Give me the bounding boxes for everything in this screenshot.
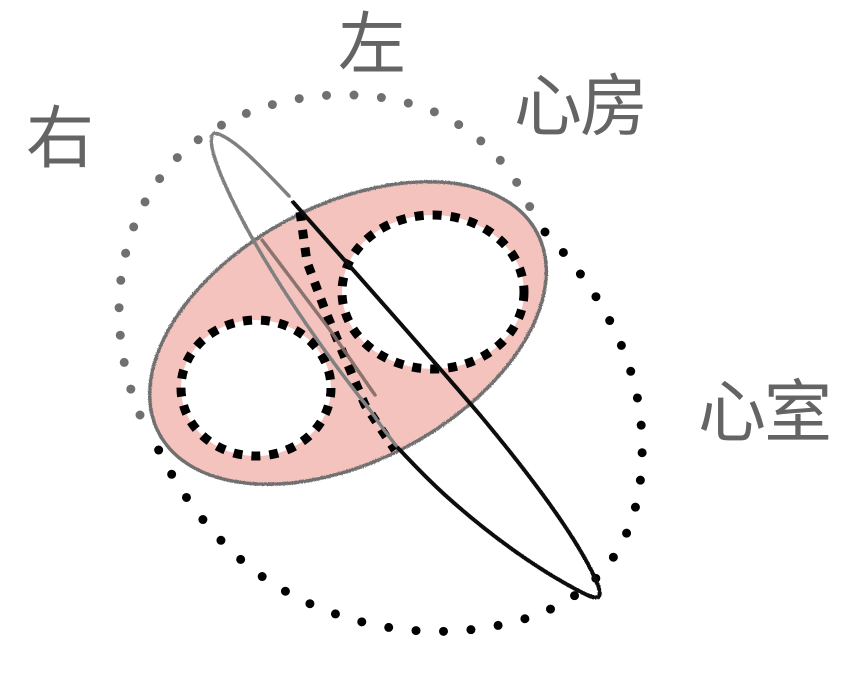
right-chamber-opening <box>176 315 336 461</box>
outer-outline-gray-dots <box>114 90 537 420</box>
left-chamber-opening <box>337 210 529 374</box>
label-atrium: 心房 <box>514 68 648 147</box>
atrioventricular-ring <box>147 180 549 486</box>
outer-outline-black-dots <box>145 227 647 636</box>
label-right: 右 <box>26 100 94 179</box>
septum-dotted-line <box>295 211 399 453</box>
label-ventricle: 心室 <box>698 374 832 453</box>
black-plane-ellipse <box>291 200 602 600</box>
gray-plane-ellipse <box>209 131 402 452</box>
label-left: 左 <box>338 6 406 85</box>
